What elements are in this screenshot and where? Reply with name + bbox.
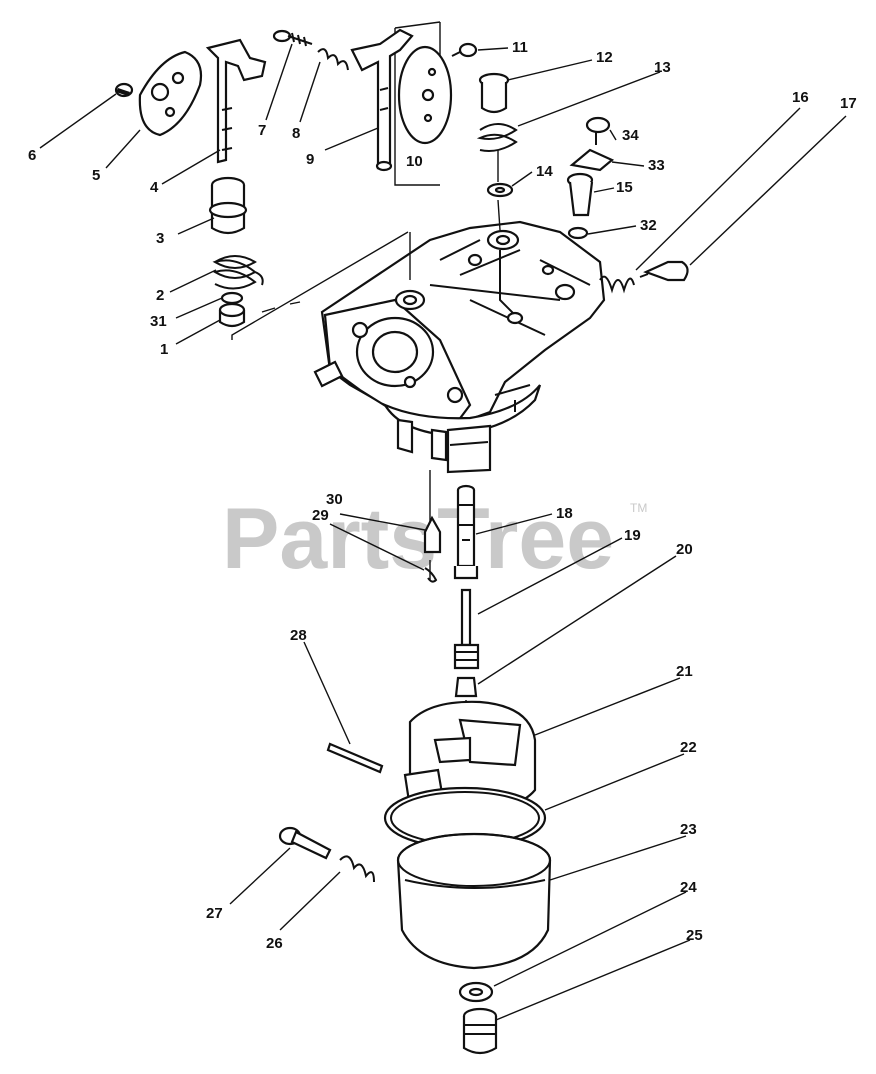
- callout-31: 31: [150, 313, 167, 330]
- callout-2: 2: [156, 287, 164, 304]
- callout-26: 26: [266, 935, 283, 952]
- carburetor-body: [313, 220, 606, 474]
- callout-8: 8: [292, 125, 300, 142]
- part-6-screw: [114, 82, 134, 98]
- callout-24: 24: [680, 879, 697, 896]
- callout-33: 33: [648, 157, 665, 174]
- part-3-bushing: [208, 176, 248, 235]
- part-23-float-bowl: [396, 832, 552, 970]
- part-24-washer: [458, 981, 494, 1003]
- callout-4: 4: [150, 179, 159, 196]
- reference-dash-left: [261, 301, 301, 313]
- part-32-o-ring: [567, 226, 589, 240]
- part-25-bowl-plug: [462, 1007, 498, 1055]
- part-9-choke-shaft: [350, 28, 414, 172]
- callout-25: 25: [686, 927, 703, 944]
- callout-7: 7: [258, 122, 266, 139]
- callout-28: 28: [290, 627, 307, 644]
- part-15-idle-jet: [566, 172, 594, 217]
- callout-19: 19: [624, 527, 641, 544]
- part-33-clip: [569, 148, 615, 172]
- callout-22: 22: [680, 739, 697, 756]
- part-4-throttle-shaft: [205, 38, 267, 164]
- part-2-spring: [212, 255, 264, 290]
- part-27-screw: [278, 826, 332, 860]
- part-26-spring: [339, 855, 375, 883]
- part-18-emulsion-tube: [453, 484, 479, 580]
- callout-27: 27: [206, 905, 223, 922]
- callout-3: 3: [156, 230, 164, 247]
- callout-17: 17: [840, 95, 857, 112]
- part-29-clip: [424, 567, 438, 583]
- part-11-screw: [451, 42, 478, 58]
- part-5-throttle-plate: [138, 50, 203, 137]
- callout-20: 20: [676, 541, 693, 558]
- callout-1: 1: [160, 341, 168, 358]
- callout-6: 6: [28, 147, 36, 164]
- part-17-idle-screw: [639, 260, 689, 282]
- callout-14: 14: [536, 163, 553, 180]
- part-16-spring: [599, 275, 635, 294]
- reference-line-top: [497, 150, 501, 231]
- callout-10: 10: [406, 153, 423, 170]
- part-20-nut: [454, 676, 478, 698]
- callout-5: 5: [92, 167, 100, 184]
- callout-18: 18: [556, 505, 573, 522]
- part-1-seal: [218, 302, 246, 328]
- part-8-spring: [317, 48, 349, 71]
- part-12-cap: [478, 72, 510, 114]
- reference-line-left: [231, 231, 411, 340]
- callout-12: 12: [596, 49, 613, 66]
- part-14-washer: [486, 182, 514, 198]
- part-7-screw: [272, 29, 313, 47]
- watermark-trademark: TM: [630, 501, 647, 515]
- callout-34: 34: [622, 127, 639, 144]
- callout-30: 30: [326, 491, 343, 508]
- part-34-screw: [585, 116, 611, 145]
- callout-16: 16: [792, 89, 809, 106]
- callout-15: 15: [616, 179, 633, 196]
- callout-labels: 6 5 4 3 2 31 1 7 8 9 10 11 12 13 14 15 1…: [28, 39, 857, 952]
- part-21-float: [403, 700, 537, 814]
- part-31-washer: [220, 291, 244, 305]
- part-19-main-jet: [453, 588, 480, 670]
- part-13-spring: [476, 123, 518, 152]
- part-10-choke-plate: [397, 45, 453, 145]
- callout-9: 9: [306, 151, 314, 168]
- callout-23: 23: [680, 821, 697, 838]
- callout-13: 13: [654, 59, 671, 76]
- callout-11: 11: [512, 39, 528, 56]
- leader-lines: [39, 43, 847, 1021]
- callout-29: 29: [312, 507, 329, 524]
- part-30-needle: [423, 515, 442, 554]
- callout-32: 32: [640, 217, 657, 234]
- part-28-pin: [326, 742, 384, 774]
- callout-21: 21: [676, 663, 693, 680]
- watermark-text: PartsTree: [222, 491, 614, 587]
